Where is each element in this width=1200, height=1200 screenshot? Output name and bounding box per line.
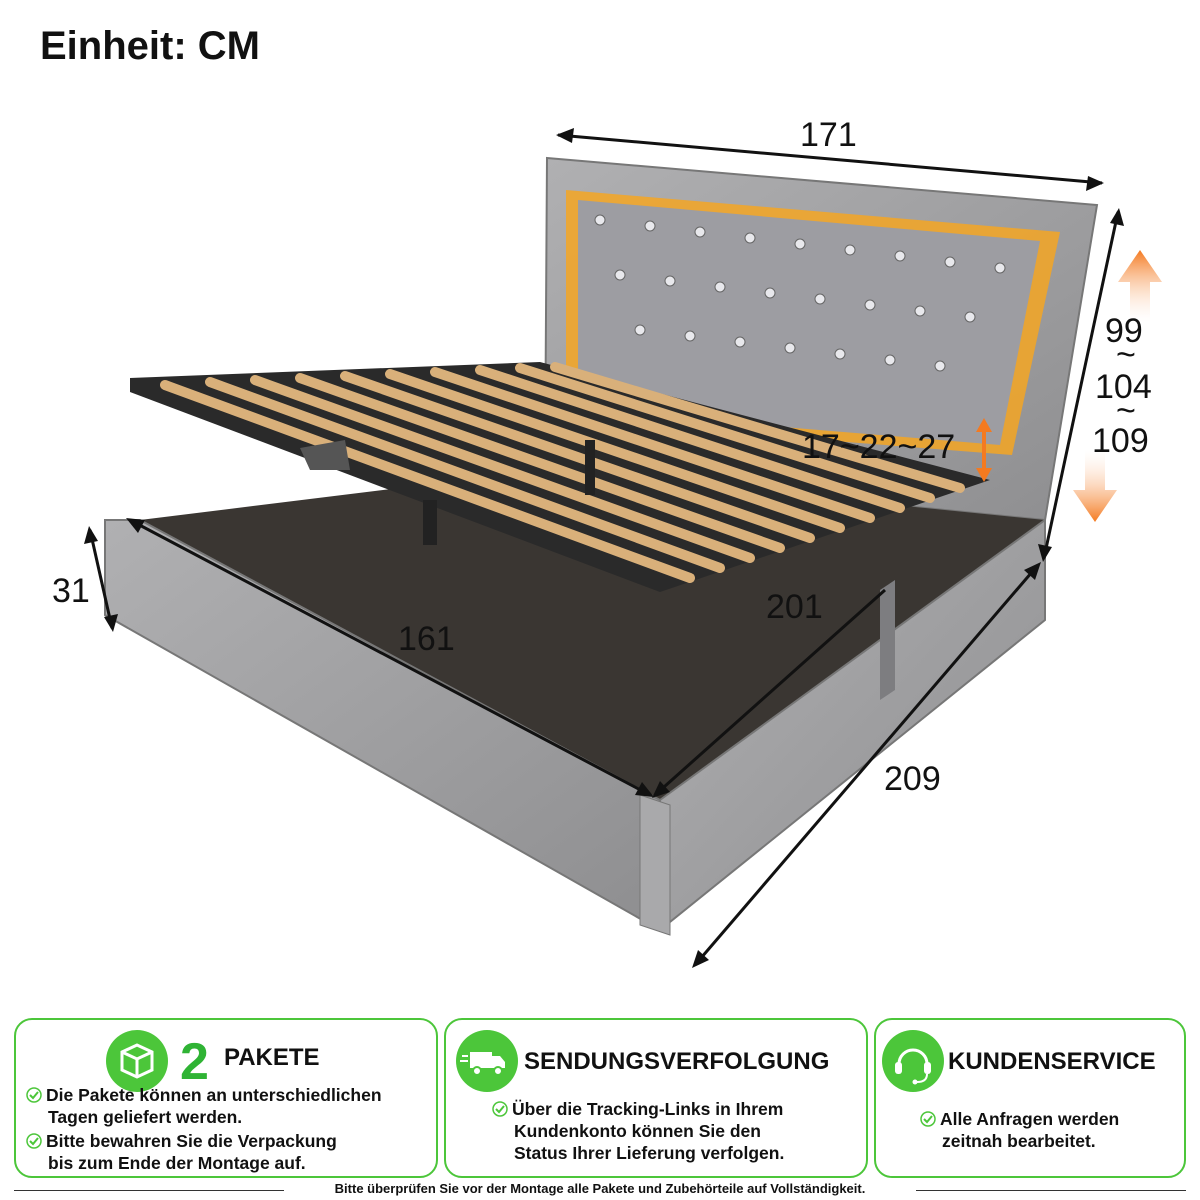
footer-note: Bitte überprüfen Sie vor der Montage all…: [334, 1181, 866, 1196]
bullet-customer-service-1: Alle Anfragen werden zeitnah bearbeitet.: [920, 1108, 1119, 1152]
dimension-lines: [84, 128, 1124, 968]
headset-icon: [882, 1030, 944, 1092]
check-icon: [920, 1111, 936, 1127]
bed-illustration: 171 99 ~ 104 ~ 109 17~22~27 31 161 201 2…: [52, 116, 1162, 968]
dim-tilde-2: ~: [1116, 392, 1136, 430]
check-icon: [26, 1087, 42, 1103]
dim-headboard-height-1: 99: [1105, 312, 1143, 350]
dim-inner-width: 161: [398, 620, 455, 658]
slatted-frame: [130, 362, 990, 592]
info-panel-packages: 2 PAKETE Die Pakete können an unterschie…: [14, 1018, 438, 1178]
bullet-tracking-1: Über die Tracking-Links in Ihrem Kundenk…: [492, 1098, 784, 1164]
bullet-line: Über die Tracking-Links in Ihrem: [512, 1099, 784, 1119]
package-icon: [106, 1030, 168, 1092]
footer-divider-left: [14, 1190, 284, 1191]
dim-led-adjust: 17~22~27: [802, 428, 955, 466]
bullet-line: Alle Anfragen werden: [940, 1109, 1120, 1129]
delivery-truck-icon: [456, 1030, 518, 1092]
info-panel-tracking: SENDUNGSVERFOLGUNG Über die Tracking-Lin…: [444, 1018, 868, 1178]
check-icon: [26, 1133, 42, 1149]
bullet-packages-1: Die Pakete können an unterschiedlichen T…: [26, 1084, 382, 1128]
arrow-up-icon: [1118, 250, 1162, 322]
dim-total-length: 209: [884, 760, 941, 798]
bullet-line: bis zum Ende der Montage auf.: [48, 1153, 306, 1173]
dim-headboard-height-2: 104: [1095, 368, 1152, 406]
arrow-down-icon: [1073, 450, 1117, 522]
panel-title-packages: PAKETE: [224, 1044, 320, 1071]
height-adjust-arrows: [1073, 250, 1162, 522]
panel-title-tracking: SENDUNGSVERFOLGUNG: [524, 1048, 830, 1075]
bullet-line: Bitte bewahren Sie die Verpackung: [46, 1131, 337, 1151]
footer-divider-right: [916, 1190, 1186, 1191]
unit-label: Einheit: CM: [40, 24, 260, 68]
bullet-line: Status Ihrer Lieferung verfolgen.: [514, 1143, 785, 1163]
dim-tilde-1: ~: [1116, 336, 1136, 374]
bullet-line: Die Pakete können an unterschiedlichen: [46, 1085, 382, 1105]
bullet-line: Tagen geliefert werden.: [48, 1107, 243, 1127]
check-icon: [492, 1101, 508, 1117]
dim-headboard-width: 171: [800, 116, 857, 154]
package-count: 2: [180, 1033, 209, 1091]
bullet-line: Kundenkonto können Sie den: [514, 1121, 761, 1141]
bullet-packages-2: Bitte bewahren Sie die Verpackung bis zu…: [26, 1130, 337, 1174]
dim-inner-length: 201: [766, 588, 823, 626]
bed-base: [104, 470, 1046, 936]
bullet-line: zeitnah bearbeitet.: [942, 1131, 1096, 1151]
info-panel-customer-service: KUNDENSERVICE Alle Anfragen werden zeitn…: [874, 1018, 1186, 1178]
panel-title-customer-service: KUNDENSERVICE: [948, 1048, 1156, 1075]
dim-headboard-height-3: 109: [1092, 422, 1149, 460]
dim-frame-height: 31: [52, 572, 90, 610]
